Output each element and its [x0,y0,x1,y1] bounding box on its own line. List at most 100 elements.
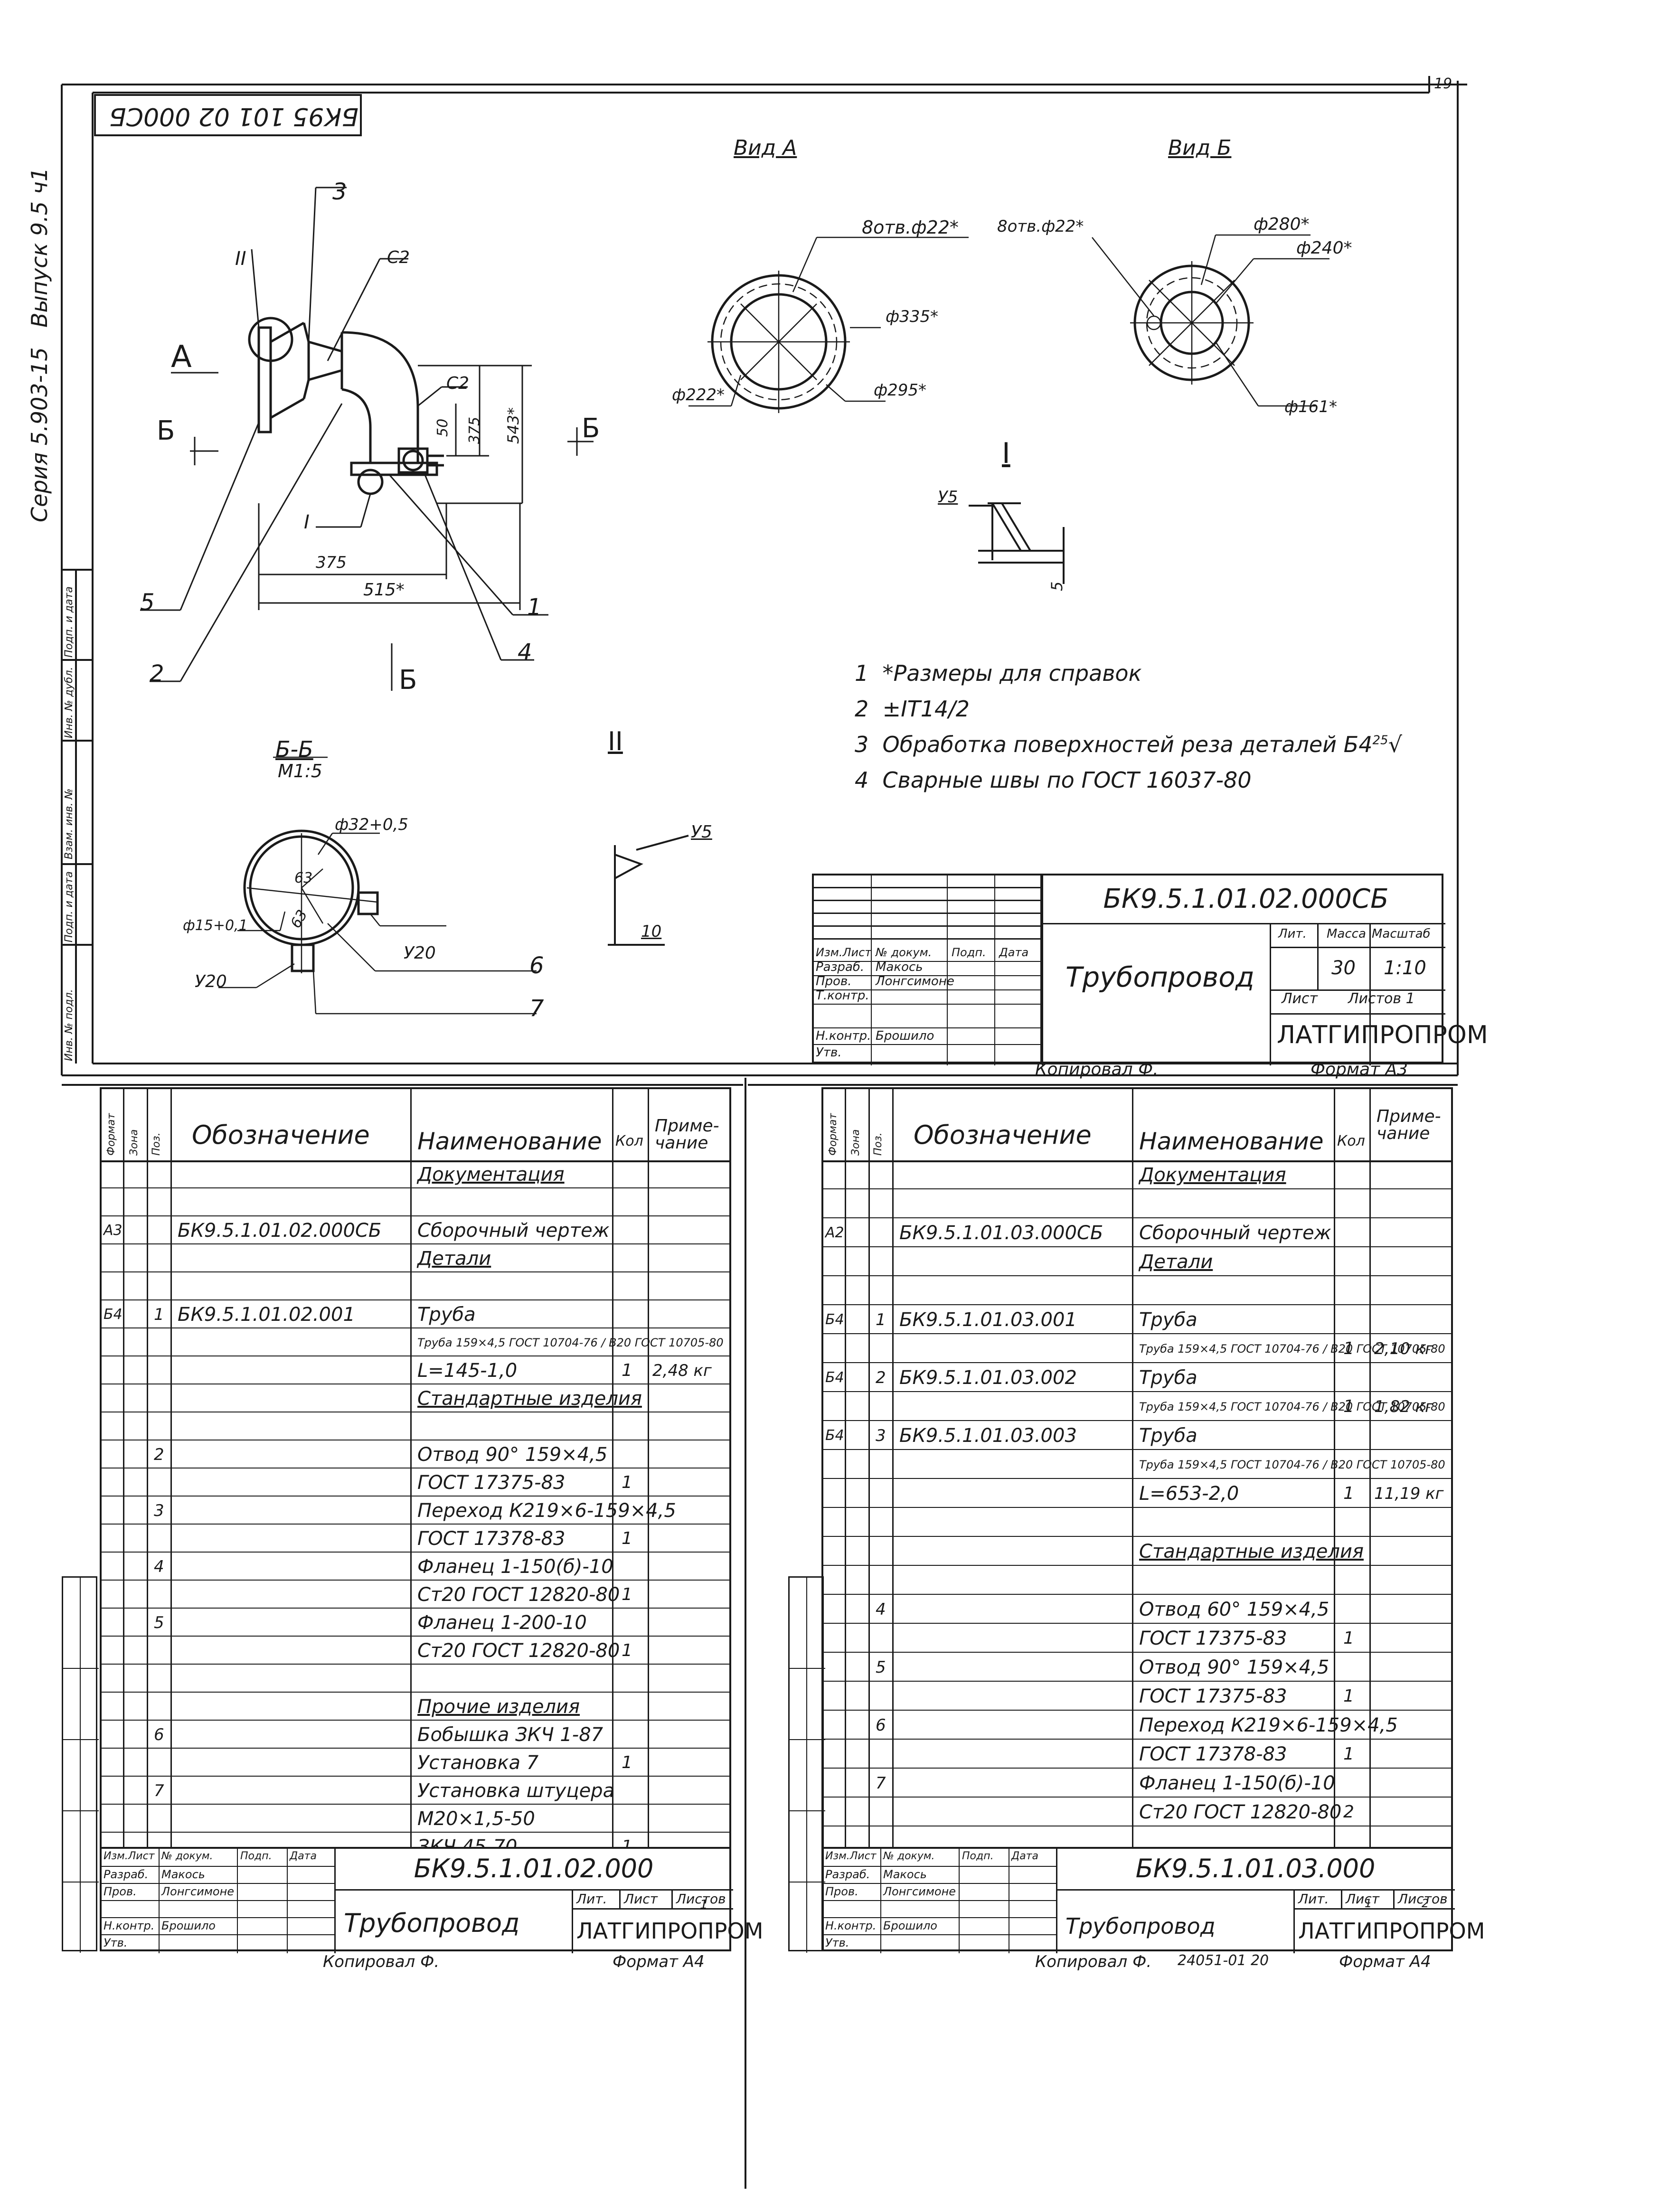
spec-row: Труба 159×4,5 ГОСТ 10704-76 / В20 ГОСТ 1… [823,1450,1451,1479]
spec-left-hdr-name: Наименование [417,1128,602,1155]
spec-cell-name: Ст20 ГОСТ 12820-80 [417,1584,620,1606]
spec-cell-name: Установка 7 [417,1752,539,1774]
spec-right-tb-r5-role: Утв. [825,1936,849,1949]
spec-cell-quantity: 1 [622,1361,632,1380]
tb-top-copied: Копировал Ф. [1035,1060,1159,1079]
spec-cell-name: Труба 159×4,5 ГОСТ 10704-76 / В20 ГОСТ 1… [1139,1458,1445,1471]
spec-cell-note: 2,48 кг [652,1361,712,1380]
dim-y5-detail-i: У5 [938,488,958,507]
spec-cell-format: А3 [104,1222,123,1239]
spec-cell-name: Труба [1139,1367,1198,1389]
spec-cell-position: 4 [876,1600,886,1619]
spec-cell-quantity: 1 [1343,1628,1354,1648]
section-bb-scale: М1:5 [278,761,322,781]
callout-2: 2 [150,660,164,687]
label-a: A [171,339,192,375]
spec-cell-designation: БК9.5.1.01.03.001 [899,1309,1077,1331]
spec-cell-position: 6 [154,1725,164,1744]
note-3: 3 Обработка поверхностей реза деталей Б4… [855,732,1402,757]
spec-row [823,1508,1451,1537]
spec-right-org: ЛАТГИПРОПРОМ [1298,1918,1485,1944]
spec-row: Стандартные изделия [102,1384,729,1412]
spec-left-header: Формат Зона Поз. Обозначение Наименовани… [102,1089,729,1162]
tb-top-row1-role: Разраб. [816,960,865,974]
spec-left-hdr-designation: Обозначение [192,1120,370,1150]
tb-top-code: БК9.5.1.01.02.000СБ [1103,884,1389,914]
view-b-title: Вид Б [1168,136,1232,160]
spec-right-hdr-zone: Зона [850,1129,862,1156]
spec-cell-designation: БК9.5.1.01.02.001 [178,1304,355,1326]
issue-label: Выпуск 9.5 ч1 [27,167,52,328]
spec-cell-format: Б4 [104,1306,123,1323]
spec-right: Формат Зона Поз. Обозначение Наименовани… [821,1087,1453,1951]
tb-top-grid [814,875,1042,1065]
spec-cell-name: Отвод 90° 159×4,5 [417,1444,608,1466]
dim-543: 543* [504,407,522,444]
dim-d280: ф280* [1254,215,1310,234]
spec-cell-position: 5 [876,1658,886,1677]
spec-left-tb-r1-name: Макось [161,1868,205,1881]
spec-row [102,1188,729,1216]
spec-left-code: БК9.5.1.01.02.000 [414,1854,654,1883]
spec-right-hdr-note: Приме-чание [1377,1107,1441,1143]
spec-row [102,1412,729,1440]
spec-cell-quantity: 1 [622,1473,632,1492]
spec-cell-position: 6 [876,1716,886,1735]
tb-top-row2-role: Пров. [816,974,852,988]
stamp-label-sign-date-2: Подп. и дата [63,586,75,658]
dim-d32: ф32+0,5 [335,815,408,834]
callout-6: 6 [529,952,544,979]
spec-cell-name: Труба 159×4,5 ГОСТ 10704-76 / В20 ГОСТ 1… [417,1336,724,1349]
spec-right-tb-r0-role: Изм.Лист [825,1850,877,1862]
stamp-label-sign-date: Подп. и дата [63,871,75,942]
spec-cell-name: ГОСТ 17378-83 [1139,1743,1287,1765]
callout-3: 3 [332,179,347,205]
spec-right-tb-r0-name: № докум. [883,1850,935,1862]
spec-right-copied-extra: 24051-01 20 [1178,1952,1269,1969]
spec-left-hdr-note: Приме-чание [655,1116,719,1153]
dim-y5-detail-ii: У5 [691,822,712,842]
spec-cell-name: Труба [1139,1309,1198,1331]
spec-row: Документация [102,1160,729,1188]
dim-375-horizontal: 375 [316,553,347,572]
spec-cell-name: Фланец 1-200-10 [417,1612,587,1634]
spec-cell-quantity: 2 [1343,1802,1354,1822]
spec-cell-quantity: 1 [1343,1686,1354,1706]
tb-top-row2-name: Лонгсимоне [876,974,954,988]
spec-right-code: БК9.5.1.01.03.000 [1135,1854,1376,1883]
spec-cell-name: Переход К219×6-159×4,5 [1139,1714,1398,1736]
spec-cell-note: 1,82 кг [1374,1397,1433,1416]
spec-right-tb-r2-role: Пров. [825,1885,858,1898]
spec-right-lists-val: 2 [1422,1897,1429,1910]
view-a-title: Вид А [734,136,797,160]
tb-top-format: Формат А3 [1311,1060,1408,1079]
note-1: 1 *Размеры для справок [855,660,1142,686]
series-label: Серия 5.903-15 [27,347,52,522]
spec-left-tb-r2-name: Лонгсимоне [161,1885,235,1898]
tb-top-scale: 1:10 [1384,957,1426,979]
spec-cell-name: Труба 159×4,5 ГОСТ 10704-76 / В20 ГОСТ 1… [1139,1342,1445,1355]
section-bb-title: Б-Б [275,736,313,762]
stamp-label-replaces: Взам. инв. № [63,788,75,859]
dim-63-a: 63 [294,870,313,886]
label-b-left: Б [157,415,175,446]
spec-left-tb-r4-name: Брошило [161,1919,216,1932]
spec-cell-quantity: 1 [622,1641,632,1660]
note-2: 2 ±IT14/2 [855,696,970,722]
spec-left-hdr-format: Формат [105,1113,117,1156]
spec-cell-name: Документация [417,1164,565,1186]
spec-cell-name: Ст20 ГОСТ 12820-80 [417,1640,620,1662]
roman-II-mark: II [235,248,246,270]
spec-cell-name: ГОСТ 17375-83 [1139,1685,1287,1707]
spec-cell-name: Труба [1139,1425,1198,1447]
